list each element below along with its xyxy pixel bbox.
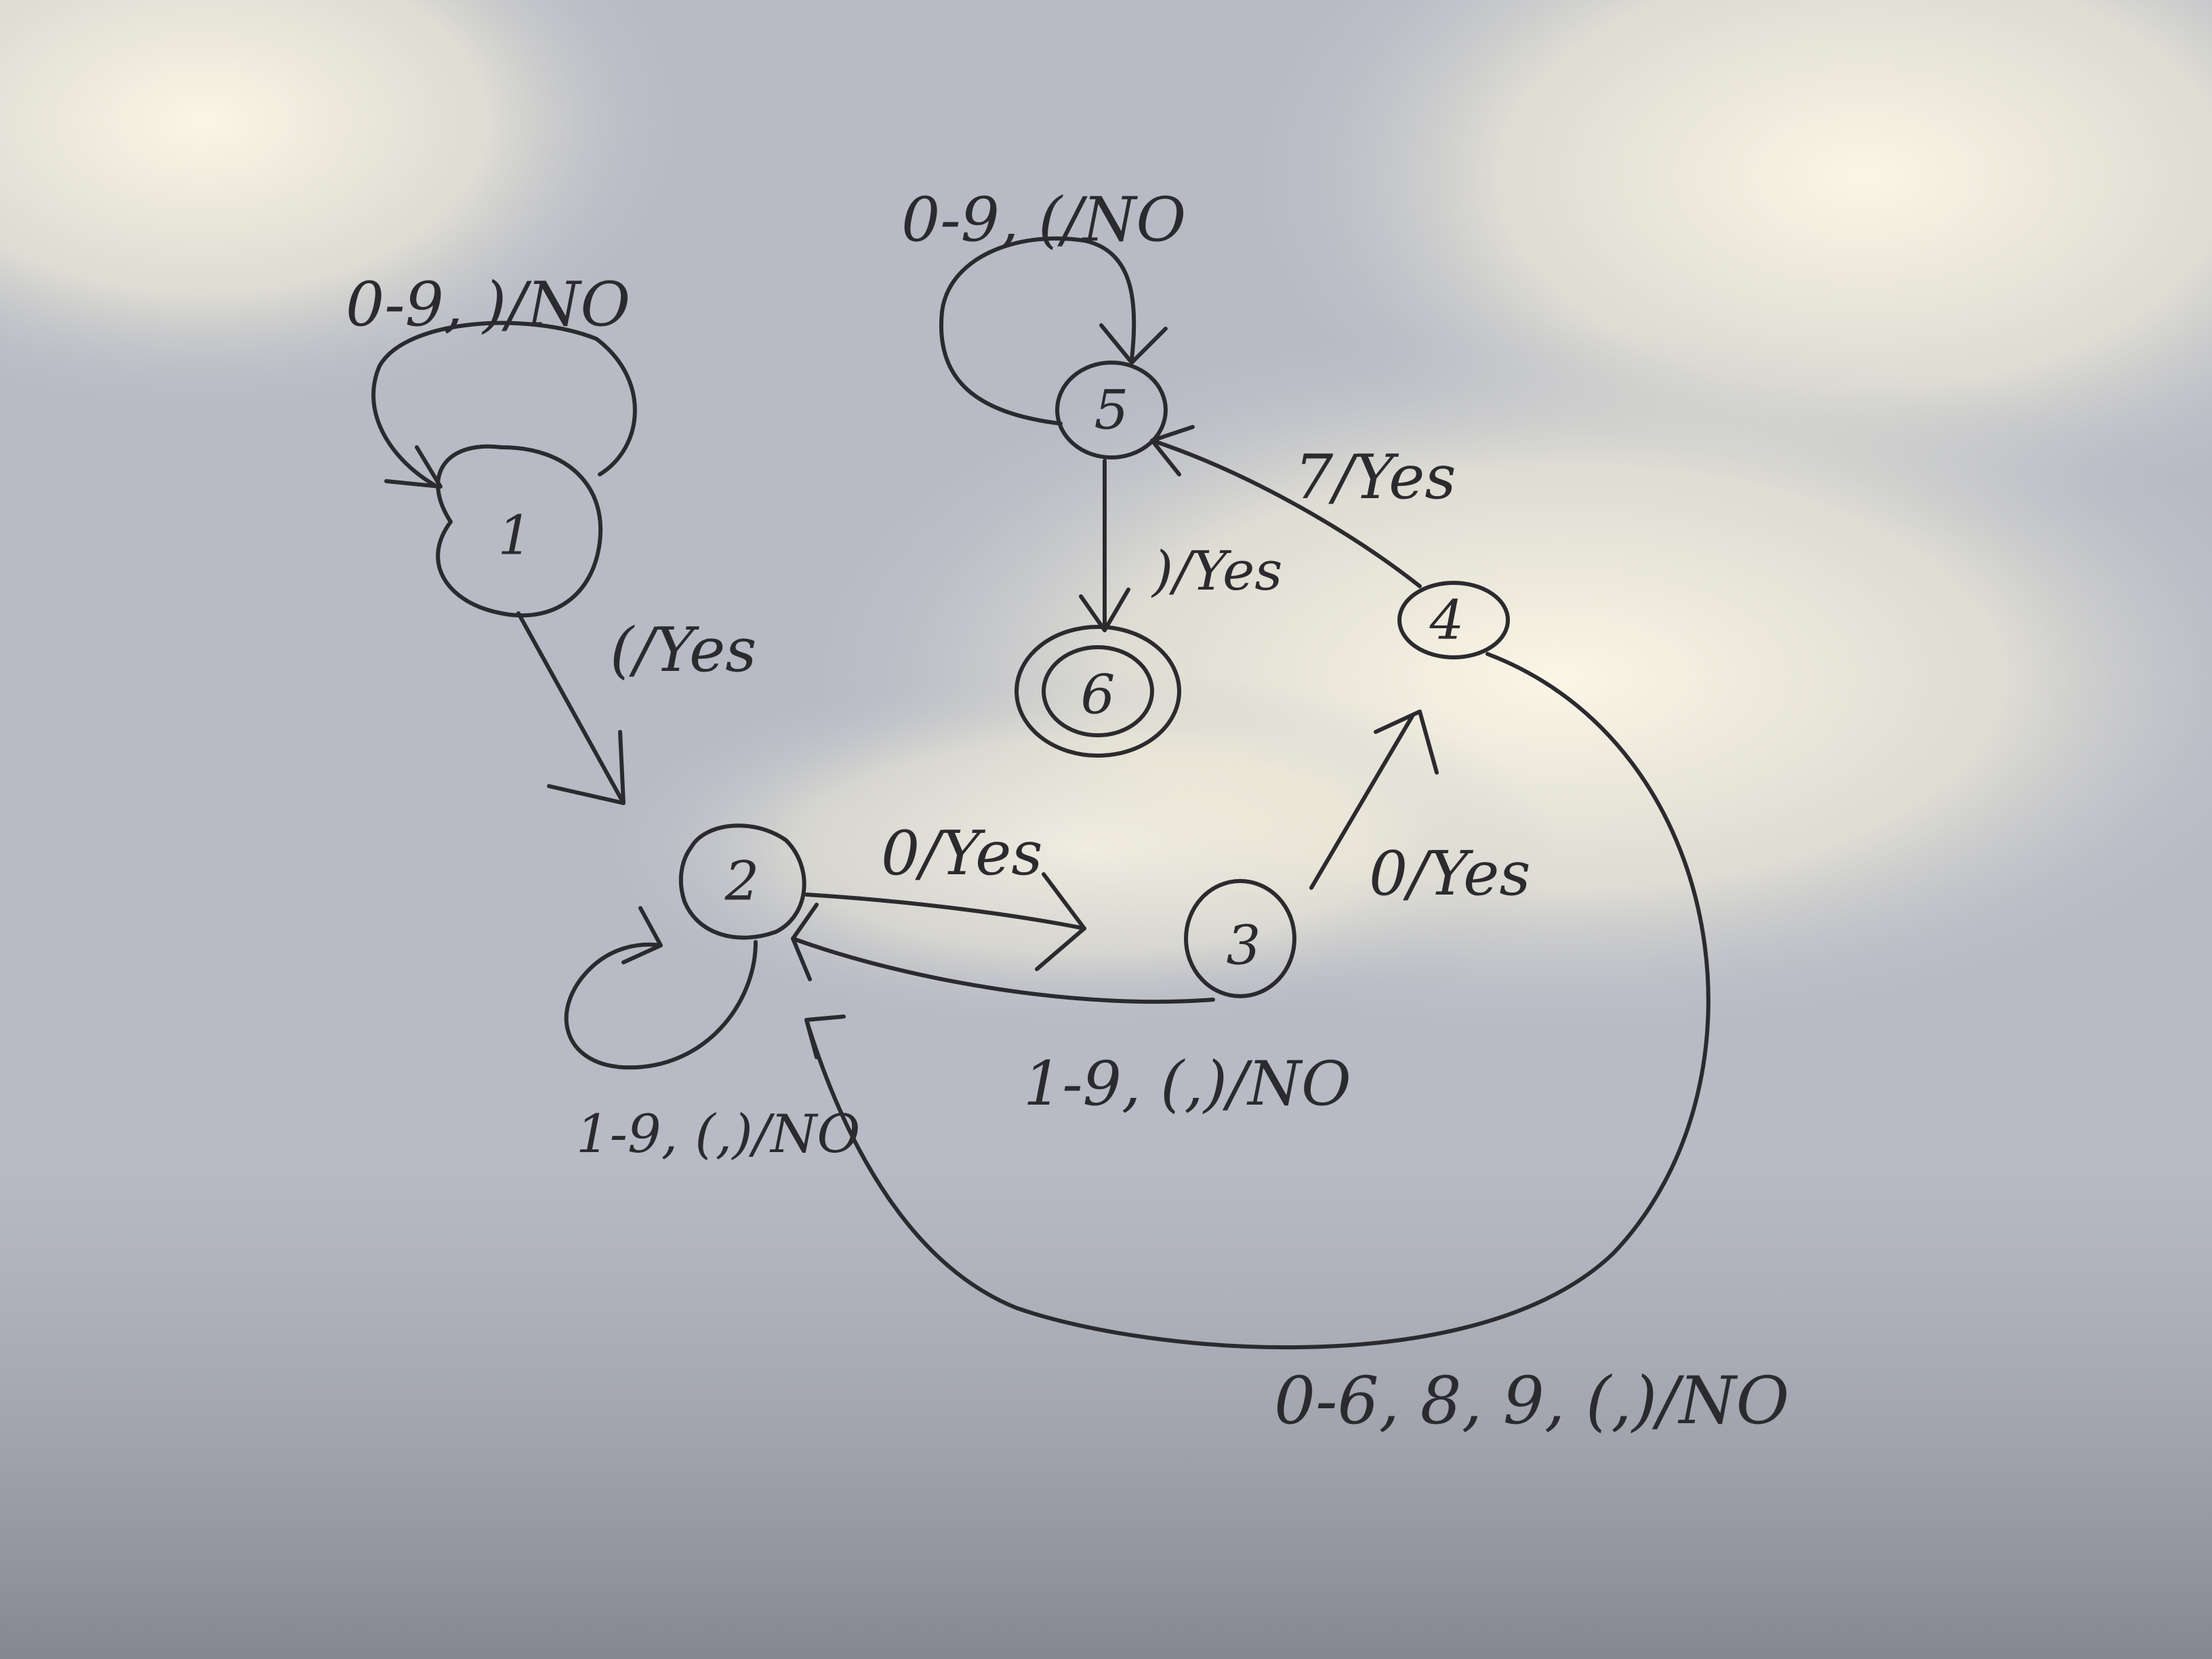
state-3: 3 bbox=[1184, 879, 1296, 998]
state-label: 1 bbox=[498, 504, 533, 567]
transition-2-2: 1-9, (,)/NO bbox=[564, 906, 860, 1165]
state-5: 5 bbox=[1055, 361, 1168, 459]
transition-1-2: (/Yes bbox=[516, 611, 756, 805]
state-6-accepting: 6 bbox=[1015, 625, 1181, 758]
state-label: 6 bbox=[1081, 663, 1115, 726]
transition-label: )/Yes bbox=[1151, 539, 1282, 602]
transition-label: 0-9, (/NO bbox=[901, 184, 1186, 255]
state-label: 4 bbox=[1429, 589, 1465, 652]
state-2: 2 bbox=[678, 823, 806, 940]
transition-3-4: 0/Yes bbox=[1309, 710, 1531, 909]
state-1: 1 bbox=[436, 444, 603, 618]
state-label: 3 bbox=[1227, 914, 1261, 977]
state-4: 4 bbox=[1397, 581, 1510, 659]
transition-4-5: 7/Yes bbox=[1150, 425, 1456, 588]
transition-label: 0/Yes bbox=[1369, 838, 1531, 909]
transition-label: 1-9, (,)/NO bbox=[576, 1104, 860, 1165]
transition-label: 0-9, )/NO bbox=[346, 269, 630, 340]
transition-label: 0-6, 8, 9, (,)/NO bbox=[1274, 1363, 1789, 1439]
transition-label: 7/Yes bbox=[1294, 442, 1456, 513]
transition-4-2: 0-6, 8, 9, (,)/NO bbox=[804, 652, 1789, 1439]
state-label: 5 bbox=[1094, 379, 1129, 442]
transition-1-1: 0-9, )/NO bbox=[346, 269, 637, 489]
transition-3-2: 1-9, (,)/NO bbox=[791, 903, 1351, 1120]
transition-2-3: 0/Yes bbox=[804, 818, 1086, 971]
state-label: 2 bbox=[724, 850, 760, 913]
transition-label: 0/Yes bbox=[881, 818, 1043, 889]
transition-5-6: )/Yes bbox=[1079, 459, 1282, 632]
transition-label: 1-9, (,)/NO bbox=[1023, 1048, 1351, 1120]
transition-5-5: 0-9, (/NO bbox=[901, 184, 1186, 426]
transition-label: (/Yes bbox=[610, 615, 756, 686]
